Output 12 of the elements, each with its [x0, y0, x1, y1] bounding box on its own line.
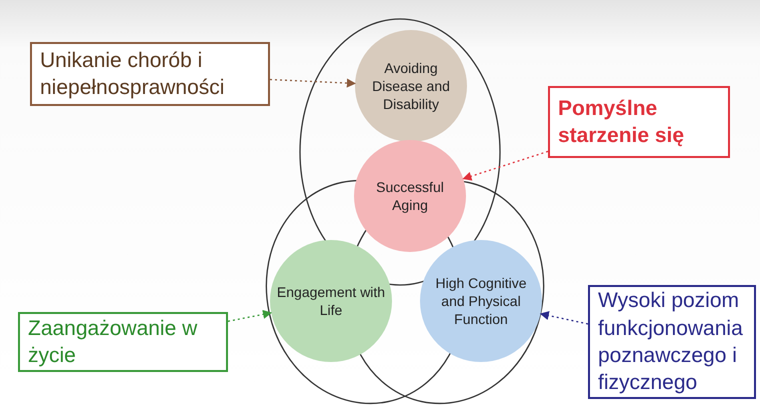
leader-arrow [228, 310, 272, 322]
venn-circle: Successful Aging [354, 140, 466, 252]
leader-arrow [270, 78, 356, 88]
venn-circle: Engagement with Life [270, 240, 392, 362]
callout-box: Wysoki poziom funkcjonowania poznawczego i fizycznego [588, 285, 756, 399]
leader-arrow [462, 150, 548, 181]
venn-circle: High Cognitive and Physical Function [420, 240, 542, 362]
callout-box: Unikanie chorób i niepełnosprawności [30, 42, 270, 106]
callout-box: Pomyślne starzenie się [548, 86, 730, 158]
venn-circle: Avoiding Disease and Disability [355, 30, 467, 142]
callout-box: Zaangażowanie w życie [18, 312, 228, 372]
leader-arrow [540, 311, 588, 325]
